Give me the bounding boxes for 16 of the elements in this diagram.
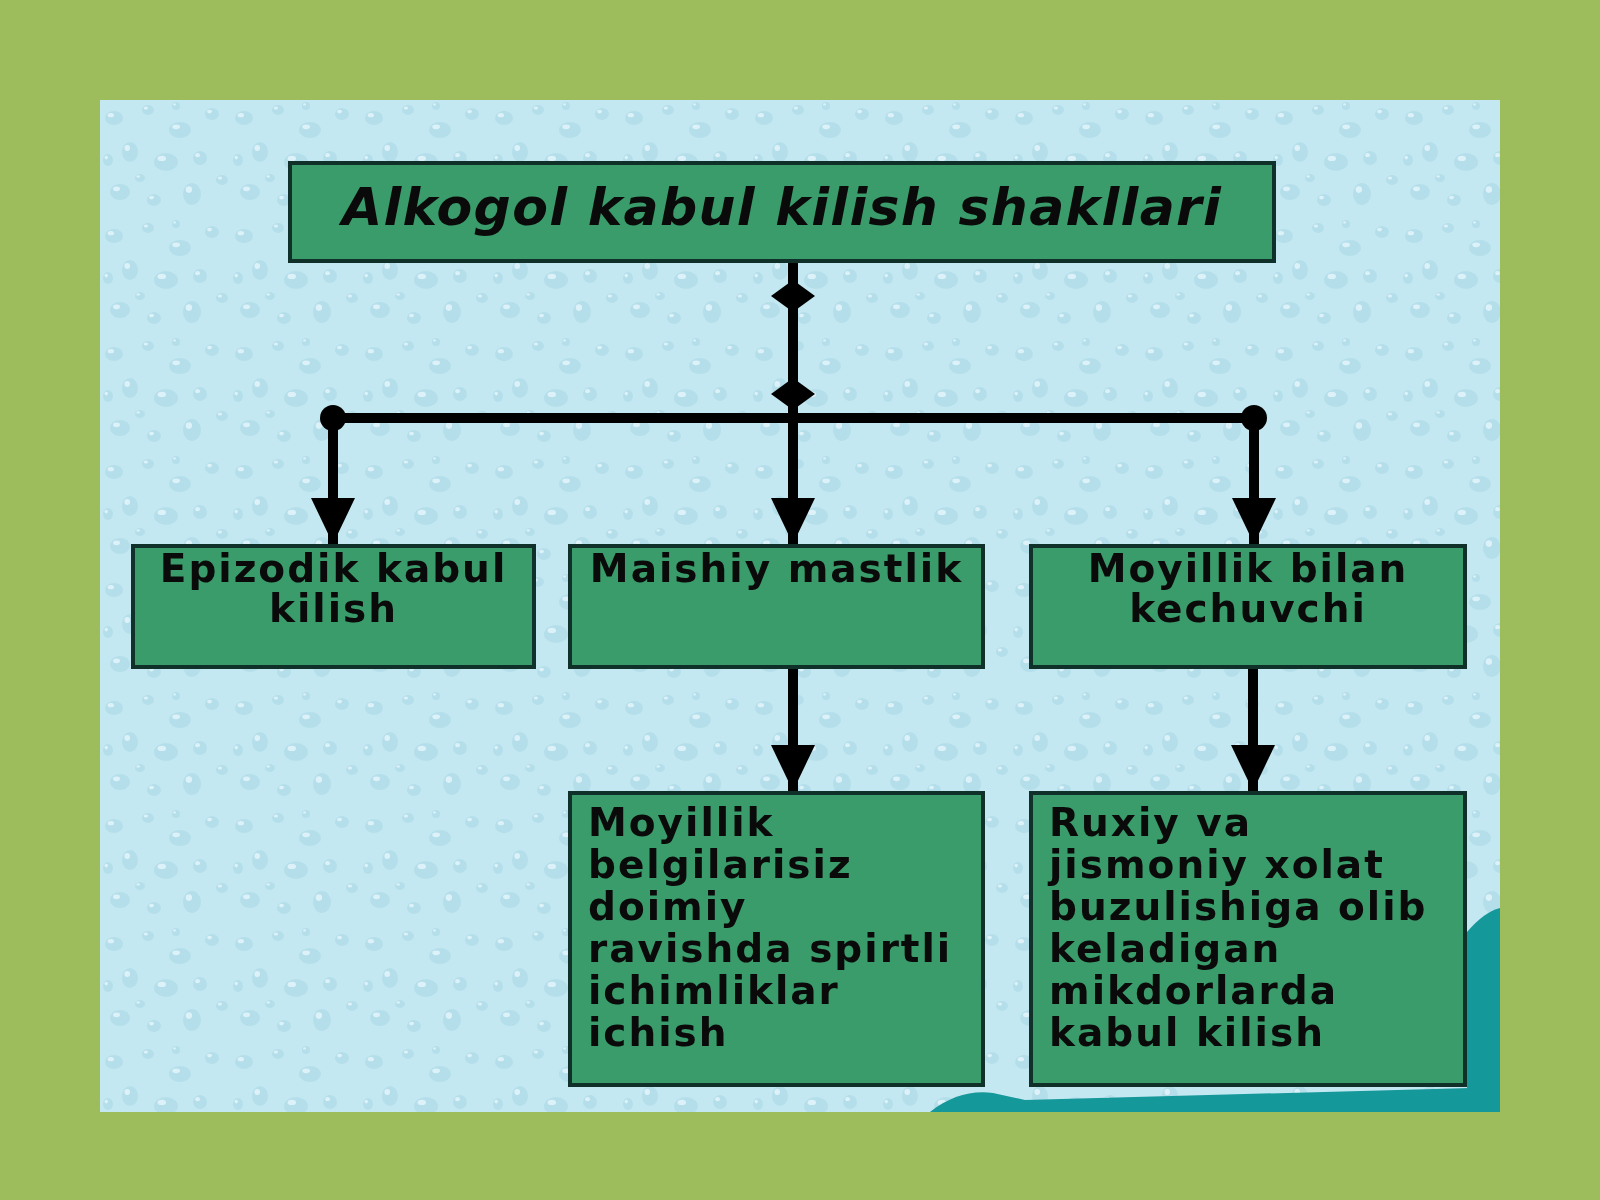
arrow [798,405,1276,544]
arrow [771,669,815,791]
arrow [311,405,788,544]
title-box [288,161,1276,263]
box-text: Ruxiy va jismoniy xolat buzulishiga olib keladigan mikdorlarda kabul kilish [1049,802,1429,1054]
process-box [568,791,985,1087]
process-box [568,544,985,669]
box-text: Moyillik belgilarisiz doimiy ravishda spirtli ichimliklar ichish [588,802,954,1054]
process-box [1029,544,1467,669]
arrow [1231,669,1275,791]
arrow [771,418,815,544]
title-text: Alkogol kabul kilish shakllari [341,179,1223,240]
process-box [131,544,536,669]
box-text: Maishiy mastlik [588,548,965,589]
box-text: Epizodik kabul kilish [158,548,509,629]
box-text: Moyillik bilan kechuvchi [1086,548,1410,629]
